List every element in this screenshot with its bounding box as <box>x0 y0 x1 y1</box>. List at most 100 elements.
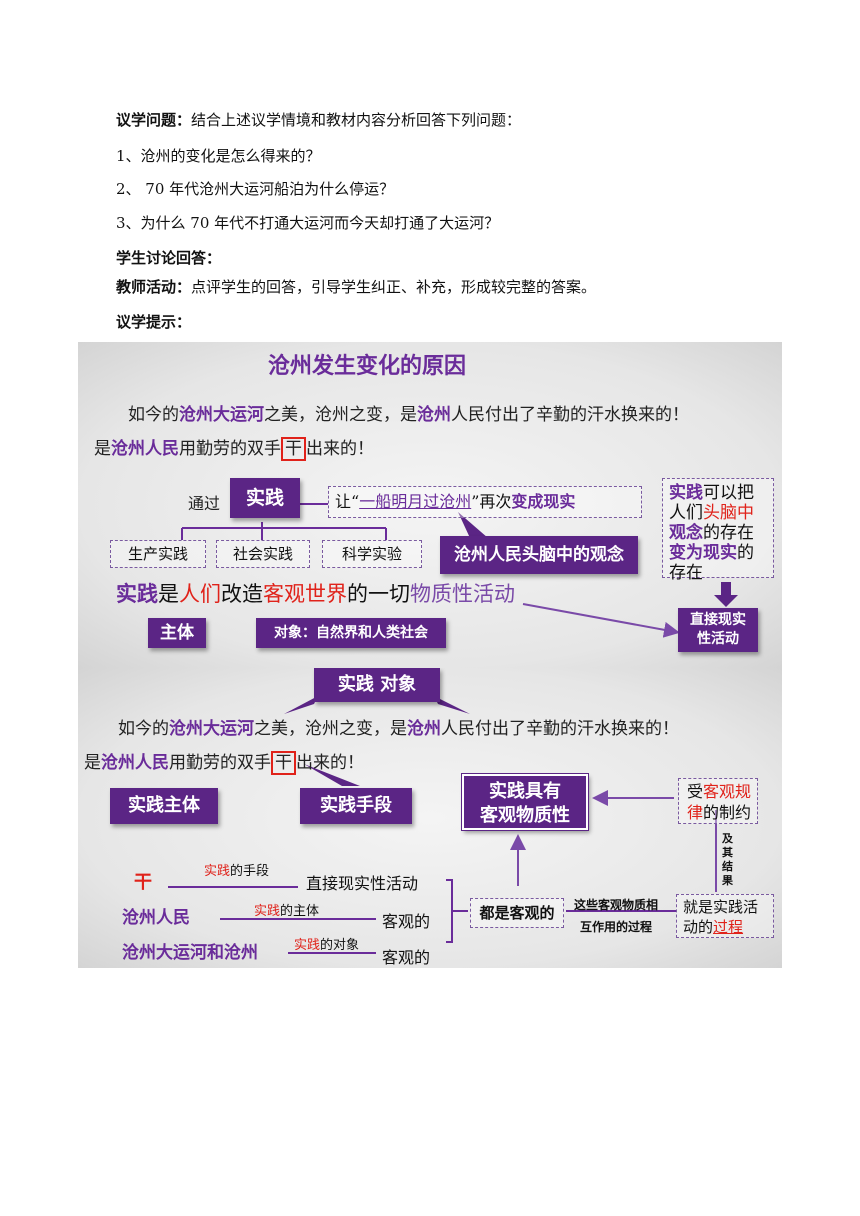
rang-a: 让“ <box>335 492 360 511</box>
row3-over: 实践的对象 <box>294 934 359 953</box>
center-l2: 客观物质性 <box>480 805 570 826</box>
slide2-sentence-2: 是沧州人民用勤劳的双手干出来的！ <box>84 748 364 775</box>
row1-left: 干 <box>134 872 152 893</box>
row1-over: 实践的手段 <box>204 860 269 879</box>
con-shou: 受 <box>687 782 704 801</box>
center-l1: 实践具有 <box>489 781 561 802</box>
constraint-box: 受客观规律的制约 <box>678 778 758 824</box>
row2-over: 实践的主体 <box>254 900 319 919</box>
def-activity: 物质性活动 <box>410 582 515 606</box>
rb-cunzai2: 存在 <box>669 563 703 583</box>
row2-left: 沧州人民 <box>122 908 190 928</box>
rb-guannian: 观念 <box>669 523 703 543</box>
def-shi: 是 <box>158 582 179 606</box>
row3-right: 客观的 <box>382 948 431 967</box>
con-lv: 律 <box>687 803 704 822</box>
vertical-note: 及其结果 <box>722 832 733 888</box>
interaction-l1: 这些客观物质相 <box>574 898 659 912</box>
rb-cunzai: 的存在 <box>703 523 754 543</box>
s1-part-c: 之美，沧州之变，是 <box>264 405 417 425</box>
rang-poem: 一船明月过沧州 <box>359 492 472 511</box>
process-box: 就是实践活动的过程 <box>676 894 774 938</box>
rb-de: 的 <box>737 543 754 563</box>
center-objective-box: 实践具有客观物质性 <box>461 773 589 831</box>
process-l1: 就是实践活 <box>683 898 759 916</box>
rb-bianwei: 变为现实 <box>669 543 737 563</box>
row1-right: 直接现实性活动 <box>306 874 419 893</box>
def-shijian: 实践 <box>116 582 158 606</box>
right-concept-box: 实践可以把人们头脑中观念的存在变为现实的存在 <box>662 478 774 583</box>
direct-l2: 性活动 <box>697 631 739 647</box>
s2b-part-c: 用勤劳的双手 <box>169 753 271 773</box>
question-2: 2、 70 年代沧州大运河船泊为什么停运？ <box>116 180 395 198</box>
slide2-connectors <box>168 696 717 954</box>
s1b-part-e: 人民付出了辛勤的汗水换来的！ <box>441 719 679 739</box>
def-renmen: 人们 <box>179 582 221 606</box>
shijian-tag: 实践 <box>230 478 300 518</box>
type-social: 社会实践 <box>216 540 310 568</box>
subject-tag: 实践主体 <box>110 788 218 824</box>
vn-ji: 及 <box>722 832 733 845</box>
slide-practice-objective: 实践 对象 如今的沧州大运河之美，沧州之变，是沧州人民付出了辛勤的汗水换来的！ … <box>78 668 782 968</box>
rb-kkeyiba: 可以把 <box>703 483 754 503</box>
means-tag: 实践手段 <box>300 788 412 824</box>
direct-activity-tag: 直接现实性活动 <box>678 608 758 652</box>
s1b-part-a: 如今的 <box>118 719 169 739</box>
vn-jie: 结 <box>722 860 733 873</box>
slide1-connectors <box>181 503 738 638</box>
s2b-part-e: 出来的！ <box>296 753 364 773</box>
row3-over-red: 实践 <box>294 938 321 953</box>
s2-gan-highlight: 干 <box>281 437 306 461</box>
question-intro: 结合上述议学情境和教材内容分析回答下列问题： <box>191 111 522 129</box>
tongguo-label: 通过 <box>188 494 221 513</box>
def-yiqie: 的一切 <box>347 582 410 606</box>
row2-over-rest: 的主体 <box>280 904 320 919</box>
s2b-gan-highlight: 干 <box>271 751 296 775</box>
duixiang-tag: 对象：自然界和人类社会 <box>256 618 446 648</box>
question-3: 3、为什么 70 年代不打通大运河而今天却打通了大运河？ <box>116 214 500 232</box>
s1-cangzhou: 沧州 <box>417 405 451 425</box>
slide2-sentence-1: 如今的沧州大运河之美，沧州之变，是沧州人民付出了辛勤的汗水换来的！ <box>118 714 679 739</box>
s1b-cangzhou: 沧州 <box>407 719 441 739</box>
slide1-sentence-1: 如今的沧州大运河之美，沧州之变，是沧州人民付出了辛勤的汗水换来的！ <box>128 400 689 425</box>
label-yixue-wenti: 议学问题： <box>116 111 192 129</box>
teacher-activity-text: 点评学生的回答，引导学生纠正、补充，形成较完整的答案。 <box>191 278 597 296</box>
row3-over-rest: 的对象 <box>320 938 360 953</box>
def-world: 客观世界 <box>263 582 347 606</box>
direct-l1: 直接现实 <box>690 612 746 628</box>
def-gaizao: 改造 <box>221 582 263 606</box>
rang-box: 让“一船明月过沧州”再次变成现实 <box>328 486 642 518</box>
teacher-activity: 教师活动：点评学生的回答，引导学生纠正、补充，形成较完整的答案。 <box>116 277 596 297</box>
slide1-title: 沧州发生变化的原因 <box>268 354 467 379</box>
label-student-discussion: 学生讨论回答： <box>116 249 222 267</box>
process-l2a: 动的 <box>683 918 714 936</box>
callout-tag: 实践 对象 <box>314 668 440 702</box>
zhuti-tag: 主体 <box>148 618 206 648</box>
s2-people: 沧州人民 <box>111 439 179 459</box>
s2b-part-a: 是 <box>84 753 101 773</box>
slide1-sentence-2: 是沧州人民用勤劳的双手干出来的！ <box>94 434 374 461</box>
rang-reality: 变成现实 <box>511 492 576 511</box>
question-heading: 议学问题：结合上述议学情境和教材内容分析回答下列问题： <box>116 110 521 130</box>
s1b-canal: 沧州大运河 <box>169 719 254 739</box>
con-law: 客观规 <box>703 782 752 801</box>
vn-guo: 果 <box>722 874 733 887</box>
s2-part-c: 用勤劳的双手 <box>179 439 281 459</box>
row1-over-rest: 的手段 <box>230 864 270 879</box>
s2b-people: 沧州人民 <box>101 753 169 773</box>
s1-canal: 沧州大运河 <box>179 405 264 425</box>
row1-over-red: 实践 <box>204 864 231 879</box>
s2-part-a: 是 <box>94 439 111 459</box>
s2-part-e: 出来的！ <box>306 439 374 459</box>
row2-over-red: 实践 <box>254 904 281 919</box>
s1b-part-c: 之美，沧州之变，是 <box>254 719 407 739</box>
definition-sentence: 实践是人们改造客观世界的一切物质性活动 <box>116 578 515 608</box>
label-yixue-tishi: 议学提示： <box>116 313 192 331</box>
con-zhiyue: 的制约 <box>703 803 752 822</box>
interaction-l2: 互作用的过程 <box>580 920 653 934</box>
label-teacher-activity: 教师活动： <box>116 278 192 296</box>
all-objective-box: 都是客观的 <box>470 898 564 928</box>
s1-part-a: 如今的 <box>128 405 179 425</box>
type-science: 科学实验 <box>322 540 422 568</box>
idea-tag: 沧州人民头脑中的观念 <box>440 536 638 574</box>
